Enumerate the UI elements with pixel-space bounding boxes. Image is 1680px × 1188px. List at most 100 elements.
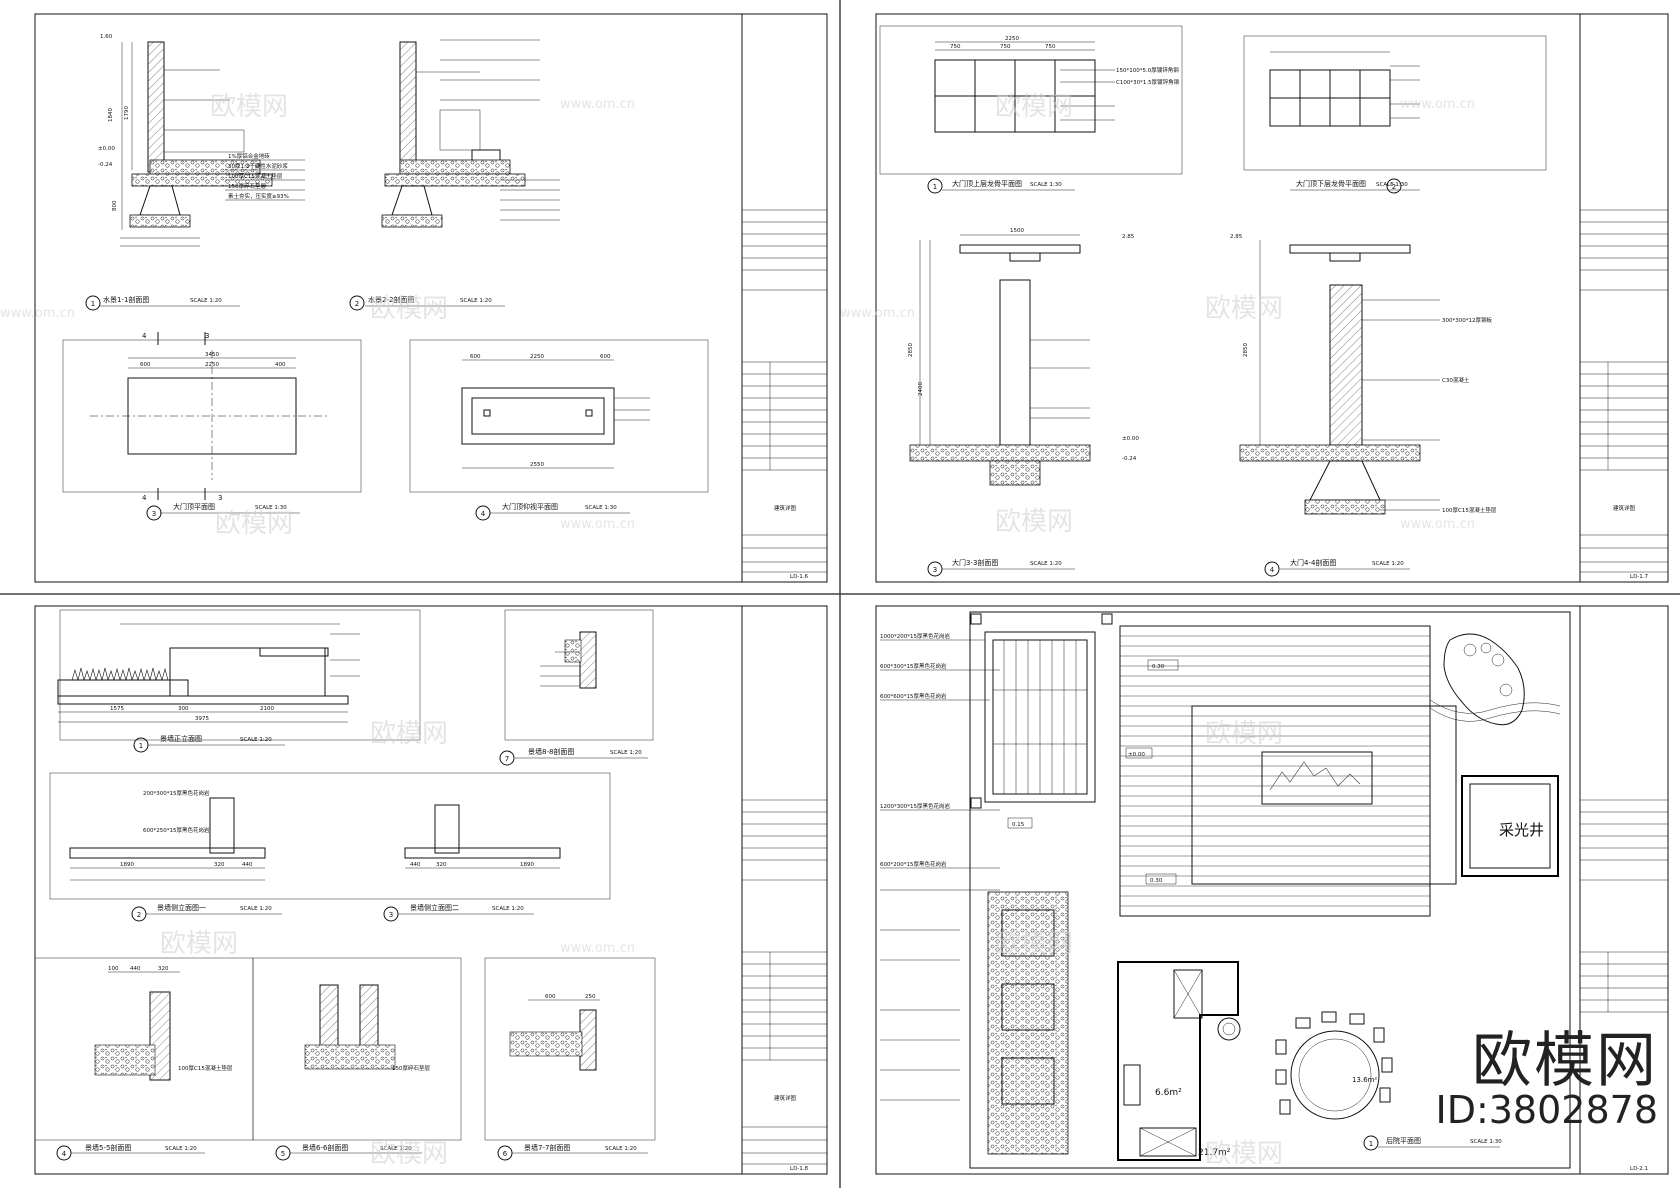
s2-view-4-no: 4 [1270,566,1275,574]
level-024-s2: -0.24 [1122,456,1137,462]
plan-note-2: 600*300*15厚黑色花岗岩 [880,662,947,670]
s2-view-3-title: 大门3-3剖面图 [952,558,998,567]
s3-view-4-scale: SCALE 1:20 [165,1146,197,1152]
watermark-9: 欧模网 [160,929,238,959]
dim-320-b: 320 [436,862,447,868]
s3-view-5-no: 5 [281,1150,285,1158]
level-000: ±0.00 [98,146,115,152]
level-tags: 0.30 0.15 0.30 ±0.00 [1007,659,1179,885]
s3-view-5-scale: SCALE 1:20 [380,1146,412,1152]
dim-1500: 1500 [1010,228,1024,234]
dim-320-a: 320 [214,862,225,868]
title-block-4: LD-2.1 [1580,799,1668,1172]
title-block-3: 建筑详图 LD-1.8 [742,799,827,1172]
level-tag-2: 0.15 [1012,822,1025,828]
dim-100-a: 100 [108,966,119,972]
view-2-scale: SCALE 1:20 [460,298,492,304]
note-s2-5: 100厚C15混凝土垫层 [1442,506,1497,514]
plan-leaders: 1000*200*15厚黑色花岗岩 600*300*15厚黑色花岗岩 600*6… [880,632,1000,1101]
sheet-2-label: 建筑详图 [1613,504,1636,512]
s2-view-1-scale: SCALE 1:30 [1030,182,1062,188]
watermark-7: 欧模网 [370,719,448,749]
note-2: 30厚1:3干硬性水泥砂浆 [228,162,288,170]
watermark-url-9: www.om.cn [560,941,635,956]
s3-view-2-no: 2 [137,911,141,919]
view-4-no: 4 [481,510,486,518]
title-block-2: 建筑详图 LD-1.7 [1580,209,1668,580]
planting [1429,633,1561,726]
s3-view-4-title: 景墙5-5剖面图 [85,1143,131,1152]
sheet-3: 建筑详图 LD-1.8 1575 300 2100 3975 1 景墙正立面图 … [34,605,828,1175]
s3-view-4-no: 4 [62,1150,67,1158]
watermark-url-4: www.om.cn [1400,97,1475,112]
dim-2250-a: 2250 [205,362,219,368]
dim-1890-b: 1890 [520,862,534,868]
sheet-3-drawing-no: LD-1.8 [790,1166,809,1172]
s2-view-4-scale: SCALE 1:20 [1372,561,1404,567]
watermarks: 欧模网 www.om.cn 欧模网 www.om.cn 欧模网 www.om.c… [0,92,1475,1169]
s2-view-1-marker [927,178,943,194]
water-section-1-1: 1.60 1840 1790 ±0.00 -0.24 800 1%厚铝合金地砖 … [85,34,305,311]
view-3-scale: SCALE 1:30 [255,505,287,511]
watermark-4: 欧模网 [995,92,1073,122]
dim-2550: 2550 [530,462,544,468]
watermark-10: 欧模网 [995,929,1073,959]
view-1-title: 水景1-1剖面图 [103,295,149,304]
view-2-title: 水景2-2剖面图 [368,295,414,304]
plan-note-3: 600*600*15厚黑色花岗岩 [880,692,947,700]
note-1: 1%厚铝合金地砖 [228,152,270,160]
gate-section-4-4: 2850 2.85 C30混凝土 300*300*12厚钢板 100厚C15混凝… [1230,234,1497,577]
s3-view-3-scale: SCALE 1:20 [492,906,524,912]
s2-view-2-scale: SCALE 1:30 [1376,182,1408,188]
dim-3450: 3450 [205,352,219,358]
view-4-scale: SCALE 1:30 [585,505,617,511]
dim-800: 800 [112,200,118,211]
watermark-5: 欧模网 [1205,294,1283,324]
view-2-no: 2 [355,300,359,308]
gate-section-3-3: 1500 2850 2400 2.85 ±0.00 -0.24 3 大门3-3剖… [908,228,1139,577]
view-3-title: 大门顶平面图 [173,502,215,511]
view-1-scale: SCALE 1:20 [190,298,222,304]
lower-joist-plan: 2 大门顶下层龙骨平面图 SCALE 1:30 [1243,35,1547,194]
dim-440-c: 440 [130,966,141,972]
stone-table [1261,751,1373,805]
s2-view-4-marker [1264,561,1280,577]
dim-750-b: 750 [1000,44,1011,50]
watermark-3: 欧模网 [215,509,293,539]
dim-600-d: 600 [545,994,556,1000]
dim-600-a: 600 [140,362,151,368]
kitchen-area: 6.6m² 21.7m² [1117,961,1241,1161]
s2-view-2-title: 大门顶下层龙骨平面图 [1296,179,1366,188]
water-section-2-2: 2 水景2-2剖面图 SCALE 1:20 [349,39,560,311]
dim-1840: 1840 [108,108,114,122]
watermark-2: 欧模网 [370,294,448,324]
room-area-6-6: 6.6m² [1155,1088,1182,1098]
dim-320-c: 320 [158,966,169,972]
watermark-url-5: www.om.cn [840,306,915,321]
watermark-11: 欧模网 [370,1139,448,1169]
watermark-6: 欧模网 [995,507,1073,537]
dim-2250-c: 2250 [1005,36,1019,42]
note-s3-4: 150厚碎石垫层 [392,1064,430,1072]
s3-view-7-no: 7 [505,755,509,763]
upper-joist-plan: 2250 750 750 750 150*100*5.0厚镀锌角钢 C100*3… [879,25,1183,194]
plan-note-1: 1000*200*15厚黑色花岗岩 [880,632,950,640]
level-285-b: 2.85 [1230,234,1243,240]
s3-view-6-scale: SCALE 1:20 [605,1146,637,1152]
pergola-grid [970,613,1113,809]
dim-400: 400 [275,362,286,368]
gate-top-plan: 3450 600 2250 400 4 3 4 3 3 大门顶平面图 SCALE… [62,332,362,521]
s4-view-1-scale: SCALE 1:30 [1470,1139,1502,1145]
dim-250: 250 [585,994,596,1000]
s3-view-1-title: 景墙正立面图 [160,734,202,743]
dim-2850: 2850 [908,343,914,357]
s4-view-1-title: 后院平面图 [1386,1136,1421,1145]
level-000-s2: ±0.00 [1122,436,1139,442]
s2-view-2-no: 2 [1392,183,1396,191]
level-285-a: 2.85 [1122,234,1135,240]
note-s2-2: C100*30*1.5厚镀锌角钢 [1116,78,1180,86]
watermark-8: 欧模网 [1205,719,1283,749]
sheet-1-label: 建筑详图 [774,504,797,512]
s3-view-3-no: 3 [389,911,393,919]
dim-2100: 2100 [260,706,274,712]
